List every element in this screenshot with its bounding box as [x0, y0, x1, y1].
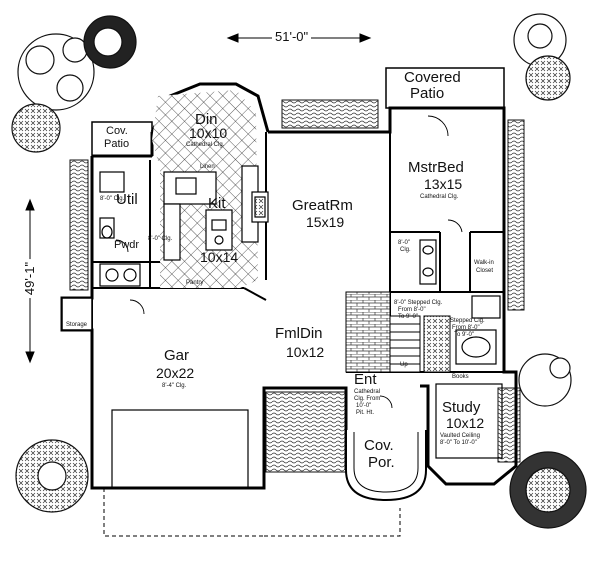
study-bay	[435, 383, 503, 459]
dining-dim: 10x10	[189, 125, 228, 141]
garage-door	[111, 409, 249, 490]
entry-note-2: Clg. From	[354, 396, 381, 402]
formal-dining-dim: 10x12	[286, 344, 325, 360]
study-label: Study	[442, 399, 481, 416]
stairs-up-label: Up	[400, 362, 408, 368]
dining-label: Din	[195, 111, 218, 128]
storage-label: Storage	[66, 322, 88, 328]
books-label: Books	[452, 374, 469, 380]
width-dimension-label: 51'-0"	[272, 29, 312, 44]
bath-clg-note-2: Clg.	[400, 247, 411, 253]
master-bed-note: Cathedral Clg.	[420, 194, 459, 200]
powder-note: 8'-0" Clg.	[148, 236, 173, 242]
utility-note: 8'-0" Clg.	[100, 196, 125, 202]
cov-patio-sub: Patio	[104, 138, 130, 150]
cov-porch-label: Cov.	[364, 437, 394, 454]
storage-area	[61, 297, 93, 331]
garage-dim: 20x22	[156, 365, 195, 381]
entry-note-3: 10'-0"	[356, 403, 372, 409]
stepped-clg-note-3: To 9'-0"	[398, 314, 418, 320]
trees	[11, 13, 587, 529]
master-bed-dim: 13x15	[424, 176, 463, 192]
formal-dining-label: FmlDin	[275, 325, 323, 342]
walkways	[103, 488, 401, 537]
covered-porch	[345, 430, 427, 502]
shrub-beds	[69, 99, 525, 473]
great-room-label: GreatRm	[292, 197, 353, 214]
entry-note-4: Pit. Ht.	[356, 410, 375, 416]
walkin-closet-label: Walk-in	[474, 260, 494, 266]
walkin-closet-sub: Closet	[476, 268, 494, 274]
stairs	[389, 315, 451, 373]
great-room-dim: 15x19	[306, 214, 345, 230]
study-note-1: Vaulted Ceiling	[440, 433, 480, 439]
cov-porch-sub: Por.	[368, 454, 395, 471]
covered-patio-sub: Patio	[410, 85, 445, 102]
cov-patio-label: Cov.	[106, 125, 128, 137]
powder-label: Pwdr	[114, 239, 140, 251]
fireplace	[251, 191, 269, 223]
bath-stepped-note-1: Stepped Clg.	[450, 318, 485, 324]
stepped-clg-note-2: From 8'-0"	[398, 307, 426, 313]
study-dim: 10x12	[446, 415, 485, 431]
door-swings	[115, 115, 463, 409]
entry-brick-floor	[345, 291, 391, 373]
kitchen-counters	[163, 165, 259, 261]
entry-note-1: Cathedral	[354, 389, 381, 395]
master-bed-label: MstrBed	[408, 159, 464, 176]
covered-patio-label: Covered	[404, 69, 461, 86]
dining-note: Cathedral Clg.	[186, 142, 225, 148]
bath-fixtures	[99, 171, 501, 365]
entry-label: Ent	[354, 371, 377, 388]
bath-clg-note-1: 8'-0"	[398, 240, 410, 246]
depth-dimension-label: 49'-1"	[22, 258, 38, 299]
garage-note: 8'-4" Clg.	[162, 383, 187, 389]
stepped-clg-note-1: 8'-0" Stepped Clg.	[394, 300, 443, 306]
utility-label: Util	[116, 191, 138, 208]
kitchen-label: Kit	[208, 195, 226, 212]
bath-stepped-note-2: From 8'-0"	[452, 325, 480, 331]
bath-stepped-note-3: To 9'-0"	[454, 332, 474, 338]
kitchen-dim: 10x14	[200, 249, 239, 265]
garage-label: Gar	[164, 347, 190, 364]
pantry-label: Pantry	[186, 280, 204, 286]
linen-label: Linen	[200, 164, 215, 170]
study-note-2: 8'-0" To 10'-0"	[440, 440, 477, 446]
